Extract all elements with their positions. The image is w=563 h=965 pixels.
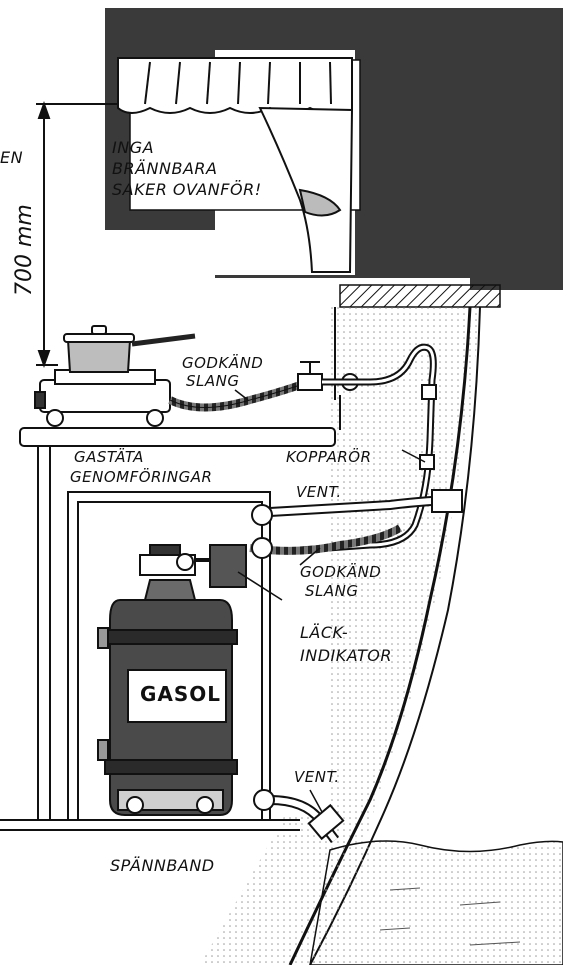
label-no-combustibles-2: BRÄNNBARA — [112, 161, 217, 178]
label-no-combustibles-1: INGA — [112, 140, 154, 157]
water — [310, 841, 563, 965]
label-vent-upper: VENT. — [296, 485, 342, 501]
bulkhead-section — [340, 285, 500, 307]
label-leak-indicator-1: LÄCK- — [300, 625, 348, 642]
label-leak-indicator-2: INDIKATOR — [300, 648, 392, 665]
label-gas-bottle: GASOL — [140, 684, 221, 705]
label-distance: 700 mm — [12, 204, 37, 296]
label-approved-hose-lower-2: SLANG — [305, 584, 358, 600]
label-approved-hose-lower-1: GODKÄND — [300, 565, 381, 581]
leak-indicator — [190, 545, 246, 587]
label-approved-hose-top-2: SLANG — [186, 374, 239, 390]
counter-top — [20, 428, 335, 446]
label-edge-fragment: EN — [0, 150, 23, 167]
label-gastight-2: GENOMFÖRINGAR — [70, 470, 212, 486]
label-approved-hose-top-1: GODKÄND — [182, 356, 263, 372]
label-copper-pipe: KOPPARÖR — [286, 450, 372, 466]
label-gastight-1: GASTÄTA — [74, 450, 144, 466]
label-no-combustibles-3: SAKER OVANFÖR! — [112, 182, 262, 199]
label-vent-lower: VENT. — [294, 770, 340, 786]
label-strap: SPÄNNBAND — [110, 858, 215, 875]
gas-stove — [35, 326, 195, 426]
